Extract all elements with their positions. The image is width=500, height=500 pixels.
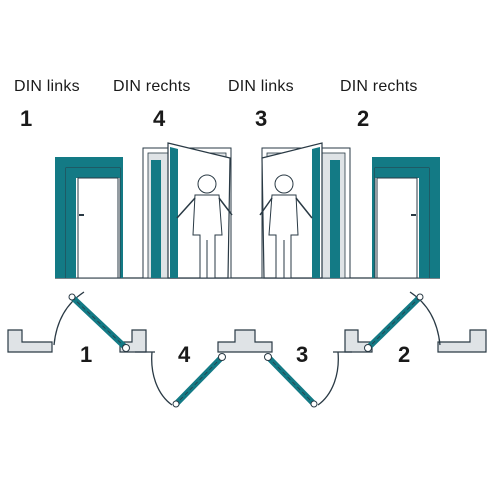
plan-4-swing-arc bbox=[151, 351, 173, 406]
plan-1-number: 1 bbox=[80, 342, 93, 367]
plan-4-number: 4 bbox=[178, 342, 191, 367]
door-closed-icon bbox=[55, 157, 123, 279]
door-2-type-label: DIN rechts bbox=[340, 78, 418, 95]
plan-center-wall bbox=[217, 329, 273, 353]
plan-3-number: 3 bbox=[296, 342, 309, 367]
plan-2-number: 2 bbox=[398, 342, 411, 367]
door-open-person-icon bbox=[259, 142, 351, 279]
floor-plan bbox=[7, 291, 487, 408]
plan-1-swing-arc bbox=[53, 291, 85, 346]
plan-3-swing-arc bbox=[317, 351, 339, 406]
door-1-number: 1 bbox=[20, 106, 33, 131]
plan-2-wall-right bbox=[437, 329, 487, 353]
door-1-type-label: DIN links bbox=[14, 78, 80, 95]
plan-1-wall-left bbox=[7, 329, 53, 353]
door-4-number: 4 bbox=[153, 106, 166, 131]
door-4-type-label: DIN rechts bbox=[113, 78, 191, 95]
door-closed-icon bbox=[372, 157, 440, 279]
door-3-type-label: DIN links bbox=[228, 78, 294, 95]
door-open-person-icon bbox=[142, 142, 233, 279]
door-3-number: 3 bbox=[255, 106, 268, 131]
plan-2-swing-arc bbox=[409, 291, 441, 346]
door-2-number: 2 bbox=[357, 106, 370, 131]
